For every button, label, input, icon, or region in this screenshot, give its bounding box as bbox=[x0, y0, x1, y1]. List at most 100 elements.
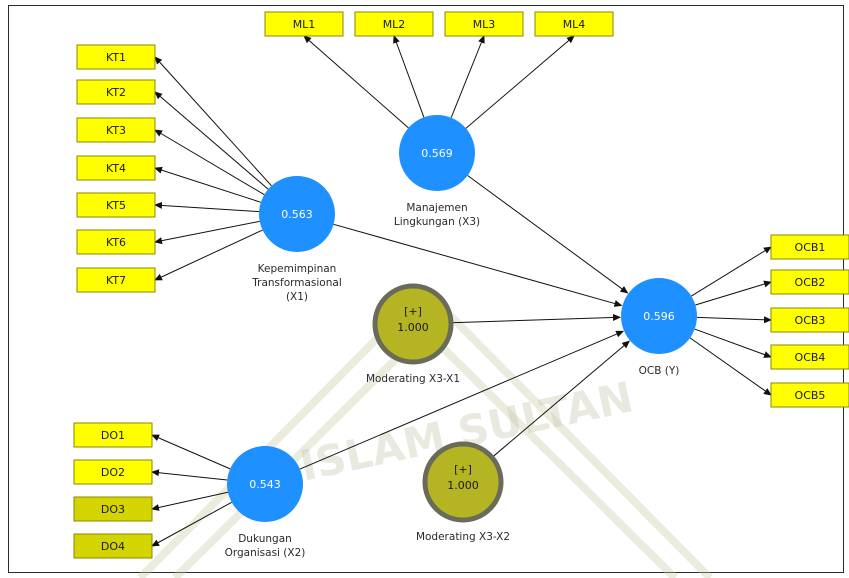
r-square-value: 0.543 bbox=[249, 478, 281, 491]
indicator-label: DO4 bbox=[101, 540, 125, 553]
indicator-ml1[interactable]: ML1 bbox=[264, 11, 344, 37]
indicator-box bbox=[76, 192, 156, 218]
indicator-label: KT4 bbox=[106, 162, 126, 175]
indicator-box bbox=[770, 382, 849, 408]
indicator-do3[interactable]: DO3 bbox=[73, 496, 153, 522]
latent-name-line: Moderating X3-X2 bbox=[416, 531, 510, 543]
latent-name-line: Transformasional bbox=[251, 277, 341, 289]
indicator-kt2[interactable]: KT2 bbox=[76, 79, 156, 105]
indicator-label: ML4 bbox=[563, 18, 586, 31]
indicator-do4[interactable]: DO4 bbox=[73, 533, 153, 559]
loading-arrow-ml2 bbox=[393, 35, 425, 118]
indicator-kt7[interactable]: KT7 bbox=[76, 267, 156, 293]
indicator-ocb4[interactable]: OCB4 bbox=[770, 344, 849, 370]
loading-arrow-ocb5 bbox=[689, 337, 772, 396]
loading-arrow-do3 bbox=[151, 491, 229, 511]
indicator-ocb5[interactable]: OCB5 bbox=[770, 382, 849, 408]
loading-arrow-kt3 bbox=[154, 129, 265, 196]
indicator-label: OCB1 bbox=[795, 241, 826, 254]
loading-arrow-kt4 bbox=[154, 166, 262, 203]
indicator-do2[interactable]: DO2 bbox=[73, 459, 153, 485]
r-square-value: 1.000 bbox=[447, 479, 479, 492]
indicator-ml3[interactable]: ML3 bbox=[444, 11, 524, 37]
indicator-do1[interactable]: DO1 bbox=[73, 422, 153, 448]
moderating-badge: [+] bbox=[404, 305, 422, 318]
loading-arrow-ocb4 bbox=[694, 328, 772, 358]
indicator-label: OCB5 bbox=[795, 389, 826, 402]
moderating-circle bbox=[372, 283, 454, 365]
moderating-badge: [+] bbox=[454, 463, 472, 476]
indicator-label: KT5 bbox=[106, 199, 126, 212]
path-arrow-mod1-to-ocb bbox=[450, 313, 622, 324]
r-square-value: 0.569 bbox=[421, 147, 453, 160]
indicator-ml2[interactable]: ML2 bbox=[354, 11, 434, 37]
indicator-kt5[interactable]: KT5 bbox=[76, 192, 156, 218]
latent-name-line: Moderating X3-X1 bbox=[366, 373, 460, 385]
latent-name-line: Lingkungan (X3) bbox=[394, 216, 480, 228]
indicator-box bbox=[770, 269, 849, 295]
loading-arrow-ml4 bbox=[465, 35, 575, 129]
indicator-label: KT3 bbox=[106, 124, 126, 137]
indicator-label: DO2 bbox=[101, 466, 125, 479]
latent-circle bbox=[621, 278, 697, 354]
indicator-kt3[interactable]: KT3 bbox=[76, 117, 156, 143]
path-arrow-kt-to-ocb bbox=[333, 223, 623, 307]
path-arrow-mod2-to-ocb bbox=[491, 340, 631, 458]
indicator-label: DO3 bbox=[101, 503, 125, 516]
latent-name-line: OCB (Y) bbox=[639, 365, 680, 377]
latent-name-line: Dukungan bbox=[238, 533, 292, 545]
indicator-ml4[interactable]: ML4 bbox=[534, 11, 614, 37]
r-square-value: 0.563 bbox=[281, 208, 313, 221]
latent-name-line: Manajemen bbox=[406, 202, 467, 214]
indicator-label: KT6 bbox=[106, 236, 126, 249]
indicator-label: ML1 bbox=[293, 18, 316, 31]
loading-arrow-do2 bbox=[151, 469, 228, 481]
indicator-label: ML3 bbox=[473, 18, 496, 31]
loading-arrow-ocb3 bbox=[696, 316, 772, 324]
loading-arrow-kt5 bbox=[154, 201, 260, 213]
indicator-kt6[interactable]: KT6 bbox=[76, 229, 156, 255]
indicator-label: OCB4 bbox=[795, 351, 826, 364]
latent-name-line: (X1) bbox=[286, 291, 308, 303]
indicator-box bbox=[76, 117, 156, 143]
r-square-value: 0.596 bbox=[643, 310, 675, 323]
indicator-label: DO1 bbox=[101, 429, 125, 442]
indicator-box bbox=[354, 11, 434, 37]
loading-arrow-kt7 bbox=[154, 229, 263, 281]
indicator-box bbox=[73, 533, 153, 559]
indicator-box bbox=[76, 79, 156, 105]
indicator-box bbox=[264, 11, 344, 37]
indicator-label: KT1 bbox=[106, 51, 126, 64]
arrows-layer bbox=[151, 35, 772, 547]
indicator-box bbox=[76, 155, 156, 181]
loading-arrow-ocb1 bbox=[691, 246, 772, 297]
indicator-ocb2[interactable]: OCB2 bbox=[770, 269, 849, 295]
indicator-kt1[interactable]: KT1 bbox=[76, 44, 156, 70]
indicator-box bbox=[76, 229, 156, 255]
path-arrow-ml-to-ocb bbox=[467, 175, 629, 294]
latent-circle bbox=[259, 176, 335, 252]
indicator-box bbox=[73, 459, 153, 485]
indicator-box bbox=[444, 11, 524, 37]
latent-name-line: Organisasi (X2) bbox=[225, 547, 306, 559]
loading-arrow-kt2 bbox=[154, 91, 269, 190]
indicator-box bbox=[770, 344, 849, 370]
indicator-box bbox=[73, 422, 153, 448]
indicator-ocb1[interactable]: OCB1 bbox=[770, 234, 849, 260]
indicator-kt4[interactable]: KT4 bbox=[76, 155, 156, 181]
moderating-circle bbox=[422, 441, 504, 523]
indicator-ocb3[interactable]: OCB3 bbox=[770, 307, 849, 333]
loading-arrow-ml3 bbox=[450, 35, 485, 118]
indicator-box bbox=[76, 267, 156, 293]
path-arrow-do-to-ocb bbox=[299, 330, 625, 470]
indicator-label: KT2 bbox=[106, 86, 126, 99]
latent-name-line: Kepemimpinan bbox=[258, 263, 337, 275]
